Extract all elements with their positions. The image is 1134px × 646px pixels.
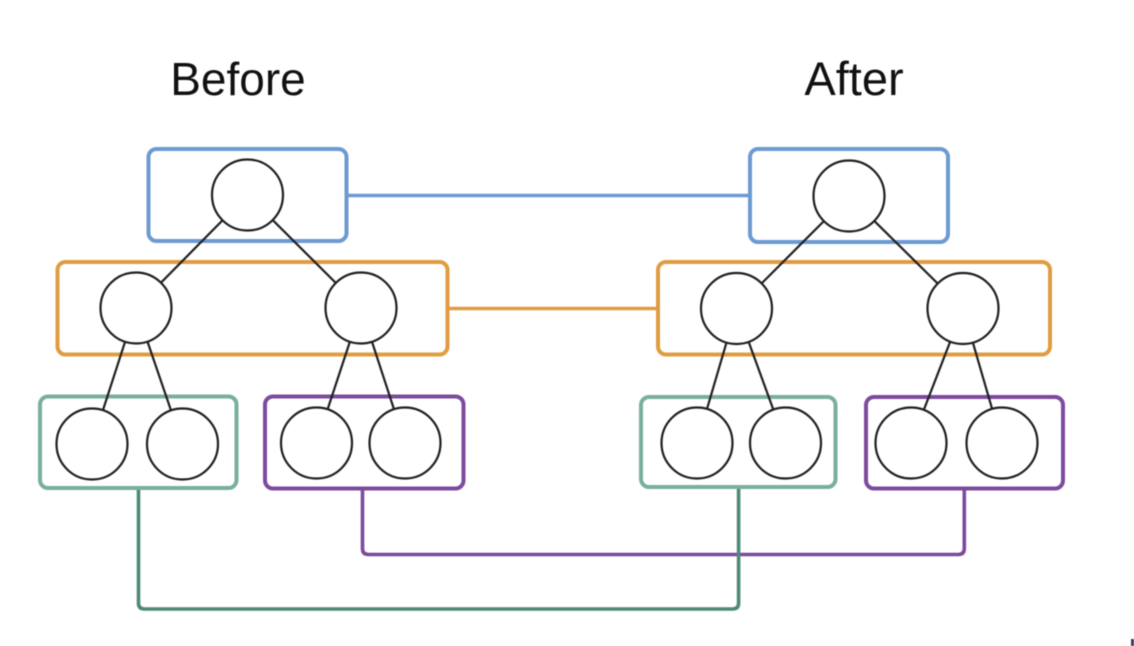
svg-text:Before: Before [170,53,306,105]
svg-text:After: After [804,52,903,105]
